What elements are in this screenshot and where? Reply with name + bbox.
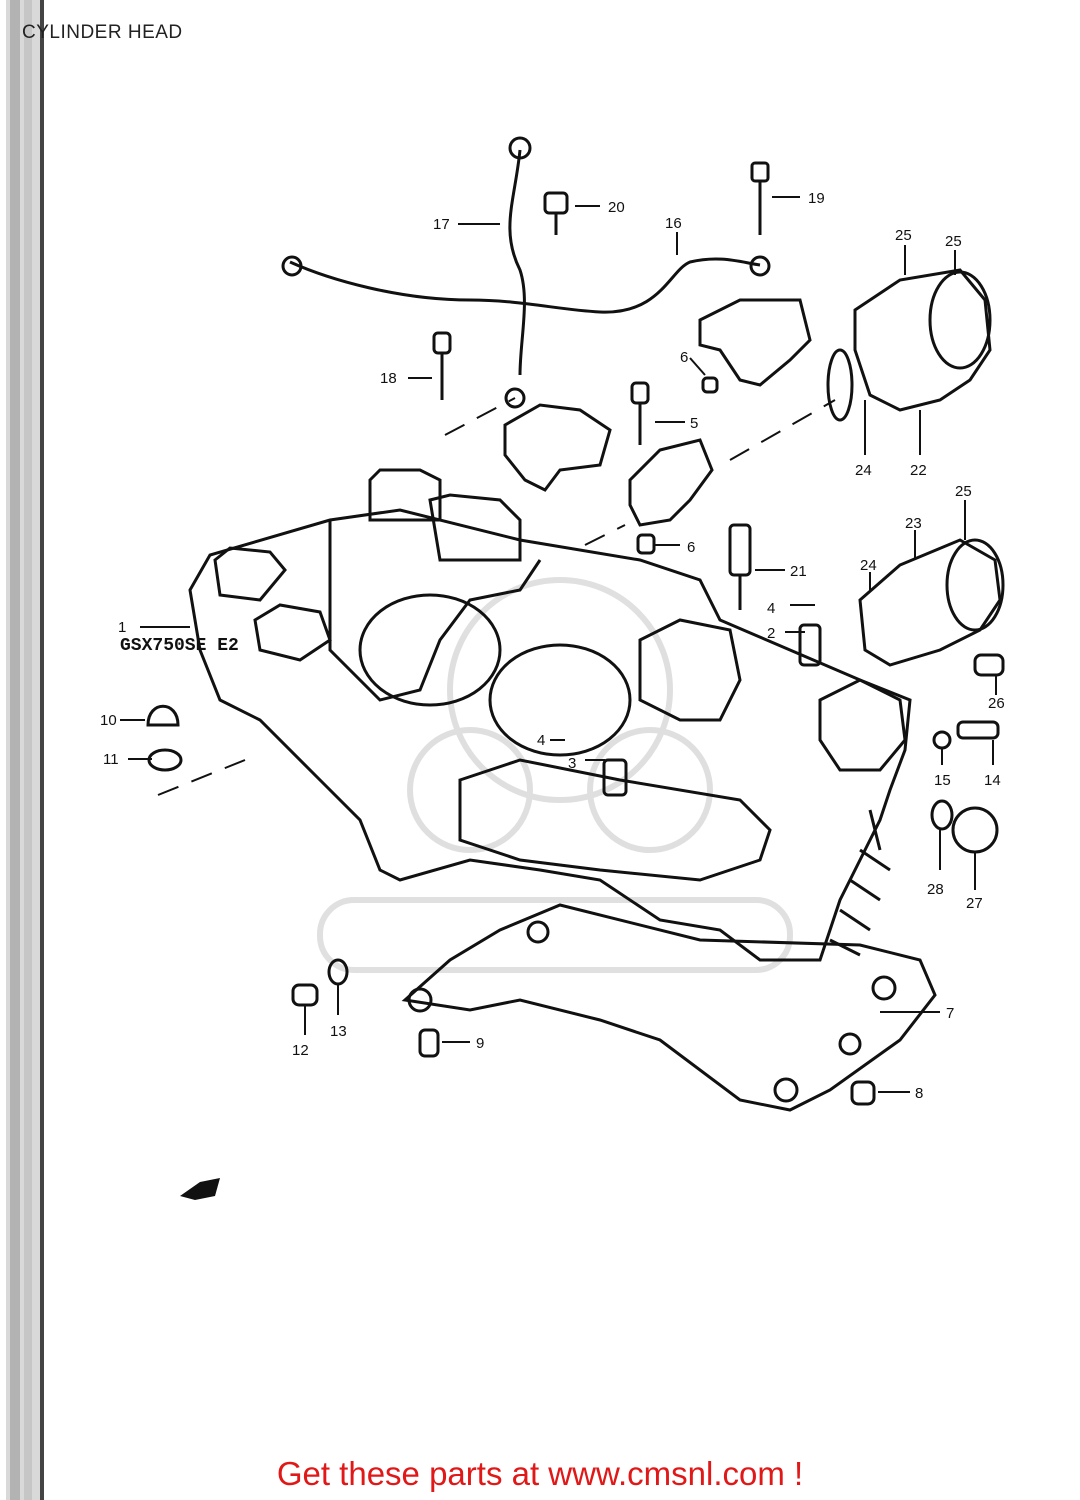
callout-24b: 24 xyxy=(860,557,877,574)
watermark-logo xyxy=(317,577,793,973)
callout-1: 1 xyxy=(118,619,126,636)
callout-13: 13 xyxy=(330,1023,347,1040)
callout-10: 10 xyxy=(100,712,117,729)
callout-25c: 25 xyxy=(955,483,972,500)
callout-11: 11 xyxy=(103,751,119,768)
leader-lines xyxy=(120,196,997,1093)
callout-6a: 6 xyxy=(680,349,688,366)
callout-5: 5 xyxy=(690,415,698,432)
callout-18: 18 xyxy=(380,370,397,387)
camshaft-caps xyxy=(503,298,812,527)
callout-14: 14 xyxy=(984,772,1001,789)
callout-22: 22 xyxy=(910,462,927,479)
head-gasket xyxy=(401,903,937,1112)
callout-labels: 1 2 3 4 4 5 6 6 7 8 9 10 11 12 13 14 15 … xyxy=(100,190,1005,1102)
callout-26: 26 xyxy=(988,695,1005,712)
callout-25a: 25 xyxy=(895,227,912,244)
callout-24a: 24 xyxy=(855,462,872,479)
callout-4b: 4 xyxy=(537,732,545,749)
dashed-guides xyxy=(157,397,836,796)
callout-4a: 4 xyxy=(767,600,775,617)
callout-12: 12 xyxy=(292,1042,309,1059)
callout-19: 19 xyxy=(808,190,825,207)
model-code: GSX750SE E2 xyxy=(120,636,239,656)
intake-pipes xyxy=(826,268,1005,667)
callout-16: 16 xyxy=(665,215,682,232)
callout-17: 17 xyxy=(433,216,450,233)
scan-edge xyxy=(0,0,44,1500)
fasteners xyxy=(146,161,1005,1106)
callout-15: 15 xyxy=(934,772,951,789)
front-arrow xyxy=(180,1178,220,1200)
callout-23: 23 xyxy=(905,515,922,532)
diagram-title: CYLINDER HEAD xyxy=(22,22,183,43)
callout-6b: 6 xyxy=(687,539,695,556)
callout-21: 21 xyxy=(790,563,807,580)
callout-9: 9 xyxy=(476,1035,484,1052)
callout-7: 7 xyxy=(946,1005,954,1022)
callout-2: 2 xyxy=(767,625,775,642)
callout-25b: 25 xyxy=(945,233,962,250)
callout-8: 8 xyxy=(915,1085,923,1102)
oil-pipe xyxy=(281,136,771,409)
callout-28: 28 xyxy=(927,881,944,898)
footer-link-text[interactable]: Get these parts at www.cmsnl.com ! xyxy=(276,1455,804,1492)
callout-27: 27 xyxy=(966,895,983,912)
callout-3: 3 xyxy=(568,755,576,772)
cylinder-head xyxy=(188,468,912,962)
callout-20: 20 xyxy=(608,199,625,216)
